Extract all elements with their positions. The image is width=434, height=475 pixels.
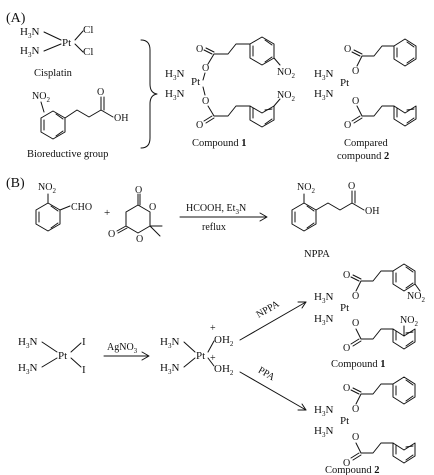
aqua-ligand: OH2 [214, 334, 234, 348]
nitro-group: NO2 [407, 291, 425, 304]
positive-charge: + [210, 353, 216, 364]
nitro-group: NO2 [400, 315, 418, 328]
nitro-group: NO2 [38, 182, 56, 195]
carbonyl-oxygen: O [108, 229, 115, 240]
amine-ligand: H3N [20, 26, 39, 40]
carbonyl-oxygen: O [196, 120, 203, 131]
carbonyl-oxygen: O [343, 270, 350, 281]
positive-charge: + [210, 323, 216, 334]
aqua-ligand: OH2 [214, 363, 234, 377]
platinum-atom: Pt [58, 350, 67, 362]
bioreductive-label: Bioreductive group [27, 149, 108, 160]
ester-oxygen: O [352, 96, 359, 107]
amine-ligand: H3N [160, 336, 179, 350]
platinum-atom: Pt [340, 77, 349, 89]
amine-ligand: H3N [314, 404, 333, 418]
amine-ligand: H3N [160, 362, 179, 376]
nitro-group: NO2 [277, 90, 295, 103]
carbonyl-oxygen: O [343, 343, 350, 354]
amine-ligand: H3N [314, 291, 333, 305]
section-label-b: (B) [6, 176, 25, 191]
grouping-brace [140, 39, 158, 149]
compound-1-label: Compound 1 [192, 138, 247, 149]
nppa-label: NPPA [304, 249, 330, 260]
compared-compound-2-structure: H3N H3N Pt O O O O [314, 38, 417, 131]
reagent-ppa: PPA [256, 365, 277, 384]
chloride-ligand: Cl [83, 24, 93, 36]
carbonyl-oxygen: O [196, 44, 203, 55]
ester-oxygen: O [352, 404, 359, 415]
reaction-arrow-ppa [239, 371, 307, 411]
compared-label-line2: compound 2 [337, 151, 389, 162]
ester-oxygen: O [202, 96, 209, 107]
platinum-atom: Pt [340, 302, 349, 314]
cisplatin-structure: H3N H3N Pt Cl Cl [20, 24, 93, 59]
carbonyl-oxygen: O [135, 185, 142, 196]
meldrums-acid-structure: O O O O [108, 185, 163, 245]
reaction-arrow-nppa [239, 301, 307, 341]
amine-ligand: H3N [165, 88, 184, 102]
reagent-silver-nitrate: AgNO3 [107, 342, 138, 355]
ester-oxygen: O [352, 432, 359, 443]
carbonyl-oxygen: O [97, 87, 104, 98]
product-compound-2-label: Compound 2 [325, 465, 380, 475]
product-compound-1-structure: H3N H3N Pt O O O NO2 O NO2 [314, 263, 425, 354]
condition-reflux: reflux [202, 222, 226, 233]
ester-oxygen: O [352, 291, 359, 302]
amine-ligand: H3N [314, 68, 333, 82]
ester-oxygen: O [352, 318, 359, 329]
chloride-ligand: Cl [83, 46, 93, 58]
reaction-arrow-1 [179, 212, 268, 222]
iodide-ligand: I [82, 364, 86, 376]
iodide-ligand: I [82, 336, 86, 348]
ring-oxygen: O [149, 202, 156, 213]
section-label-a: (A) [6, 11, 26, 26]
diiodo-platinum-structure: H3N H3N Pt I I [18, 336, 86, 376]
nitro-group: NO2 [277, 67, 295, 80]
diaqua-platinum-structure: H3N H3N Pt OH2 OH2 + + [160, 323, 234, 377]
platinum-atom: Pt [196, 350, 205, 362]
amine-ligand: H3N [165, 68, 184, 82]
cisplatin-label: Cisplatin [34, 68, 73, 79]
carbonyl-oxygen: O [343, 458, 350, 469]
compared-label-line1: Compared [344, 138, 388, 149]
amine-ligand: H3N [314, 425, 333, 439]
reagent-formic-acid-triethylamine: HCOOH, Et3N [186, 203, 246, 216]
carbonyl-oxygen: O [348, 181, 355, 192]
nppa-structure: NO2 O OH [291, 181, 379, 232]
amine-ligand: H3N [314, 313, 333, 327]
amine-ligand: H3N [314, 88, 333, 102]
product-compound-2-structure: H3N H3N Pt O O O O [314, 376, 416, 469]
nitro-group: NO2 [297, 182, 315, 195]
carbonyl-oxygen: O [344, 120, 351, 131]
aldehyde-group: CHO [71, 202, 92, 213]
amine-ligand: H3N [20, 45, 39, 59]
compound-1-structure: H3N H3N Pt O O O NO2 O NO2 [165, 36, 295, 131]
plus-sign: + [104, 207, 110, 219]
carbonyl-oxygen: O [344, 44, 351, 55]
amine-ligand: H3N [18, 362, 37, 376]
reaction-arrow-agno3 [103, 351, 150, 361]
platinum-atom: Pt [340, 415, 349, 427]
platinum-atom: Pt [62, 37, 71, 49]
reagent-nppa: NPPA [255, 298, 283, 320]
amine-ligand: H3N [18, 336, 37, 350]
bioreductive-group-structure: NO2 O OH [32, 87, 128, 140]
platinum-atom: Pt [191, 76, 200, 88]
hydroxyl: OH [114, 113, 128, 124]
ester-oxygen: O [352, 66, 359, 77]
nitrobenzaldehyde-structure: NO2 CHO [35, 182, 92, 232]
ring-oxygen: O [136, 234, 143, 245]
carbonyl-oxygen: O [343, 383, 350, 394]
ester-oxygen: O [202, 63, 209, 74]
product-compound-1-label: Compound 1 [331, 359, 386, 370]
nitro-group: NO2 [32, 91, 50, 104]
hydroxyl: OH [365, 206, 379, 217]
